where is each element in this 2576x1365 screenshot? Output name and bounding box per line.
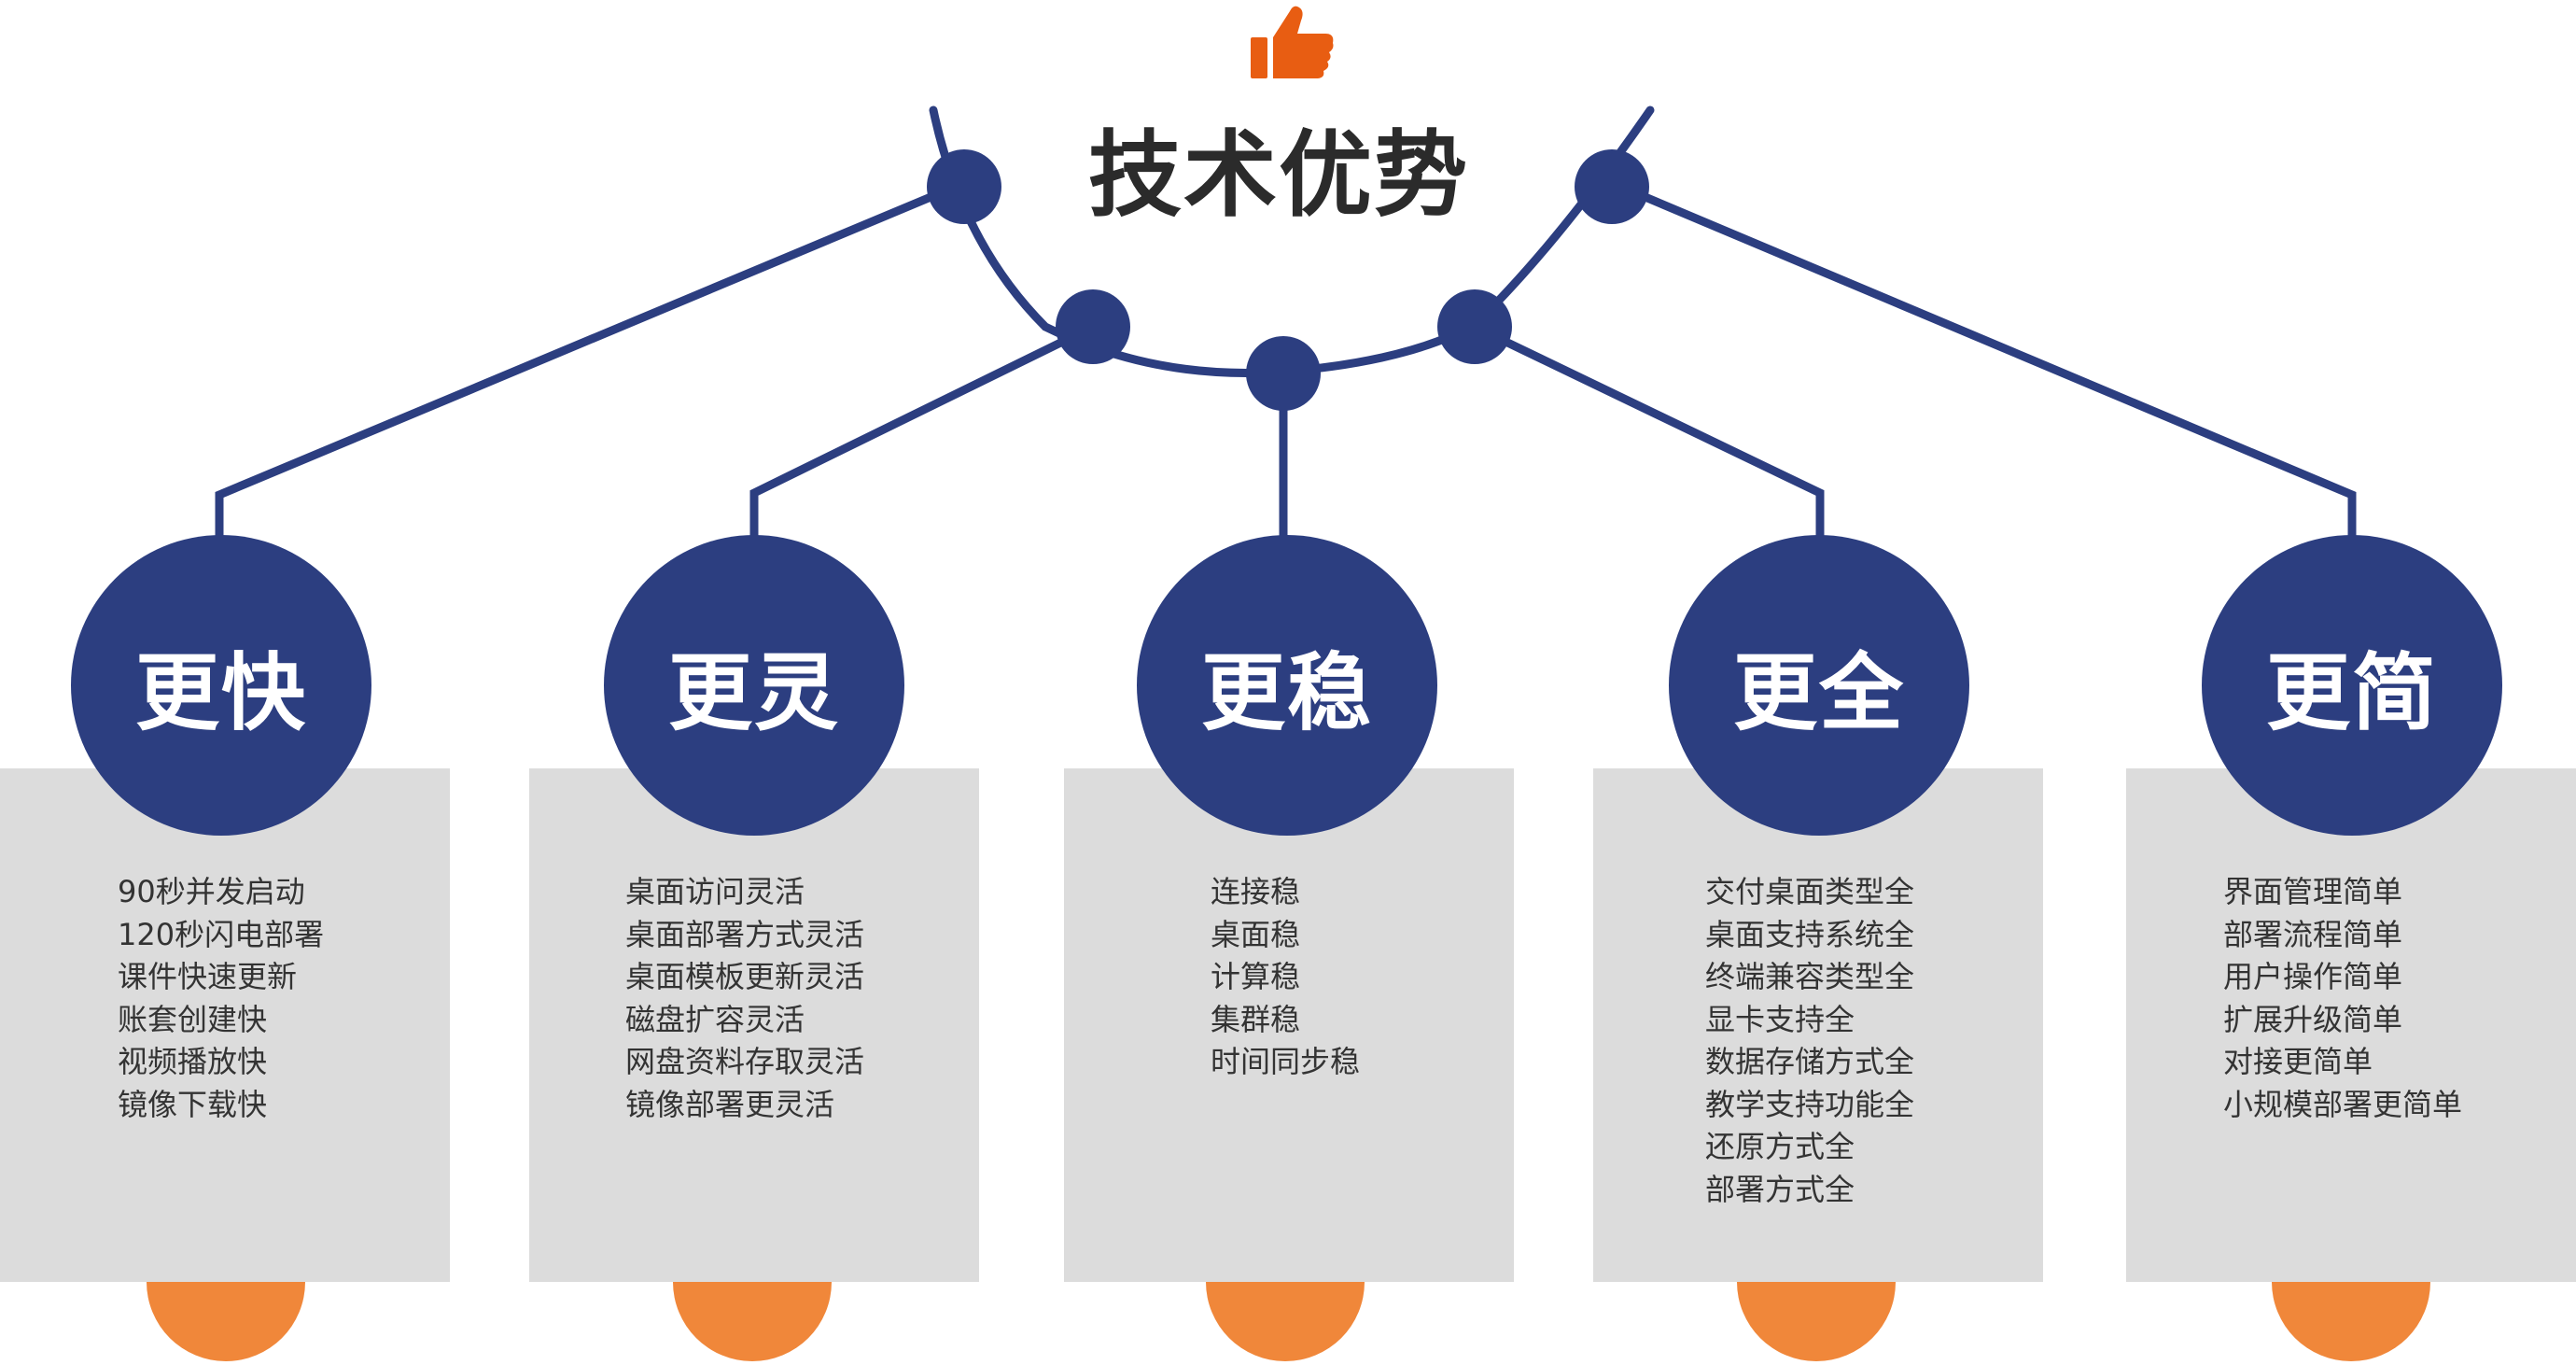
list-item: 界面管理简单	[2223, 874, 2403, 909]
branch-line-1	[215, 178, 966, 538]
category-circle-faster: 更快	[71, 535, 371, 836]
list-item: 教学支持功能全	[1705, 1086, 1915, 1122]
page-title: 技术优势	[1088, 120, 1469, 230]
panel-flexible: 桌面访问灵活 桌面部署方式灵活 桌面模板更新灵活 磁盘扩容灵活 网盘资料存取灵活…	[529, 768, 979, 1282]
list-item: 桌面模板更新灵活	[625, 959, 865, 994]
list-item: 账套创建快	[118, 1001, 268, 1037]
thumbs-up-icon	[1251, 6, 1334, 79]
list-item: 还原方式全	[1705, 1129, 1855, 1164]
panel-faster: 90秒并发启动 120秒闪电部署 课件快速更新 账套创建快 视频播放快 镜像下载…	[0, 768, 450, 1282]
list-item: 对接更简单	[2223, 1044, 2373, 1079]
category-circle-stable: 更稳	[1137, 535, 1437, 836]
category-circle-simple: 更简	[2202, 535, 2502, 836]
feature-list-complete: 交付桌面类型全 桌面支持系统全 终端兼容类型全 显卡支持全 数据存储方式全 教学…	[1705, 871, 2043, 1211]
list-item: 磁盘扩容灵活	[625, 1001, 805, 1037]
arc-node	[927, 149, 1001, 224]
panel-simple: 界面管理简单 部署流程简单 用户操作简单 扩展升级简单 对接更简单 小规模部署更…	[2126, 768, 2576, 1282]
category-circle-complete: 更全	[1669, 535, 1969, 836]
category-circle-flexible: 更灵	[604, 535, 904, 836]
arc-node	[1056, 289, 1130, 364]
list-item: 镜像部署更灵活	[625, 1086, 835, 1122]
list-item: 镜像下载快	[118, 1086, 268, 1122]
list-item: 交付桌面类型全	[1705, 874, 1915, 909]
list-item: 时间同步稳	[1211, 1044, 1361, 1079]
arc-node	[1575, 149, 1649, 224]
branch-line-2	[749, 322, 1095, 538]
list-item: 部署方式全	[1705, 1171, 1855, 1207]
feature-list-stable: 连接稳 桌面稳 计算稳 集群稳 时间同步稳	[1211, 871, 1514, 1084]
branch-line-4	[1473, 322, 1825, 538]
list-item: 90秒并发启动	[118, 874, 305, 909]
list-item: 小规模部署更简单	[2223, 1086, 2463, 1122]
feature-list-flexible: 桌面访问灵活 桌面部署方式灵活 桌面模板更新灵活 磁盘扩容灵活 网盘资料存取灵活…	[625, 871, 979, 1126]
list-item: 扩展升级简单	[2223, 1001, 2403, 1037]
list-item: 120秒闪电部署	[118, 916, 325, 952]
panel-stable: 连接稳 桌面稳 计算稳 集群稳 时间同步稳	[1064, 768, 1514, 1282]
arc-node	[1437, 289, 1512, 364]
list-item: 视频播放快	[118, 1044, 268, 1079]
main-arc	[929, 106, 1655, 377]
list-item: 集群稳	[1211, 1001, 1301, 1037]
list-item: 桌面稳	[1211, 916, 1301, 952]
list-item: 用户操作简单	[2223, 959, 2403, 994]
feature-list-faster: 90秒并发启动 120秒闪电部署 课件快速更新 账套创建快 视频播放快 镜像下载…	[118, 871, 450, 1126]
list-item: 数据存储方式全	[1705, 1044, 1915, 1079]
list-item: 部署流程简单	[2223, 916, 2403, 952]
list-item: 桌面访问灵活	[625, 874, 805, 909]
list-item: 桌面支持系统全	[1705, 916, 1915, 952]
list-item: 显卡支持全	[1705, 1001, 1855, 1037]
list-item: 网盘资料存取灵活	[625, 1044, 865, 1079]
list-item: 终端兼容类型全	[1705, 959, 1915, 994]
arc-node	[1246, 336, 1321, 411]
list-item: 连接稳	[1211, 874, 1301, 909]
list-item: 课件快速更新	[118, 959, 298, 994]
feature-list-simple: 界面管理简单 部署流程简单 用户操作简单 扩展升级简单 对接更简单 小规模部署更…	[2223, 871, 2576, 1126]
list-item: 计算稳	[1211, 959, 1301, 994]
list-item: 桌面部署方式灵活	[625, 916, 865, 952]
branch-line-5	[1610, 178, 2357, 538]
panel-complete: 交付桌面类型全 桌面支持系统全 终端兼容类型全 显卡支持全 数据存储方式全 教学…	[1593, 768, 2043, 1282]
